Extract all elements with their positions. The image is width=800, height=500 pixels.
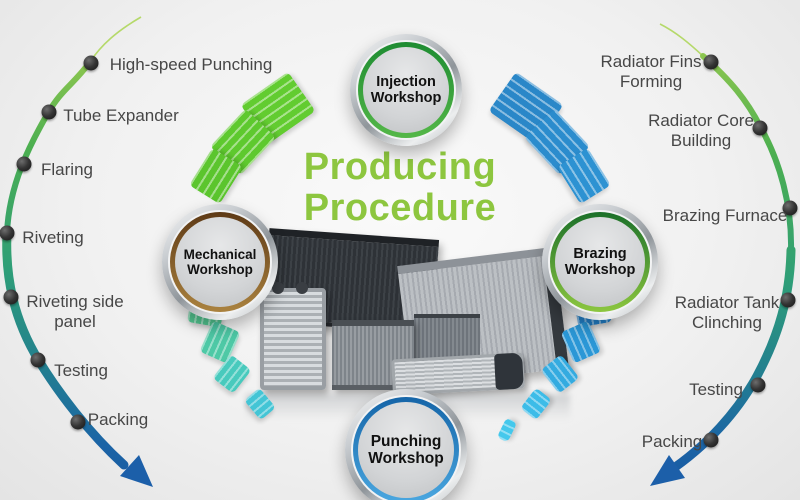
step-dot — [752, 120, 768, 136]
badge-gap-ring: Mechanical Workshop — [168, 210, 272, 314]
badge-gap-ring: Brazing Workshop — [548, 210, 652, 314]
badge-punching-workshop: Punching Workshop — [345, 389, 467, 500]
left-flow-curve-thick — [2, 228, 129, 470]
step-dots — [0, 54, 798, 448]
step-label-high-speed-punching: High-speed Punching — [109, 54, 273, 74]
step-label-radiator-tank-clinching: Radiator Tank Clinching — [674, 292, 780, 332]
intercooler-port — [272, 282, 284, 294]
left-arrowhead — [120, 455, 153, 487]
badge-label: Mechanical Workshop — [175, 217, 265, 307]
step-label-testing-left: Testing — [54, 360, 108, 380]
title-line1: Producing — [303, 145, 497, 188]
intercooler-left — [260, 282, 326, 390]
step-label-tube-expander: Tube Expander — [63, 105, 179, 125]
page-title: Producing Procedure — [303, 145, 497, 229]
step-label-brazing-furnace: Brazing Furnace — [662, 205, 788, 225]
badge-label: Injection Workshop — [363, 47, 449, 133]
step-label-packing-right: Packing — [641, 431, 703, 451]
step-dot — [70, 414, 86, 430]
badge-color-ring: Brazing Workshop — [550, 212, 650, 312]
step-dot — [0, 225, 15, 241]
badge-gap-ring: Punching Workshop — [351, 395, 461, 500]
step-dot — [750, 377, 766, 393]
step-dot — [41, 104, 57, 120]
badge-color-ring: Injection Workshop — [358, 42, 454, 138]
badge-color-ring: Mechanical Workshop — [170, 212, 270, 312]
step-dot — [83, 55, 99, 71]
badge-label: Punching Workshop — [358, 402, 454, 498]
badge-injection-workshop: Injection Workshop — [350, 34, 462, 146]
step-dot — [703, 54, 719, 70]
step-dot — [782, 200, 798, 216]
right-flow-curve-thick — [663, 245, 796, 477]
step-label-riveting-side-panel: Riveting side panel — [26, 291, 124, 331]
badge-color-ring: Punching Workshop — [353, 397, 459, 500]
step-dot — [703, 432, 719, 448]
step-dot — [780, 292, 796, 308]
badge-mechanical-workshop: Mechanical Workshop — [162, 204, 278, 320]
right-flow-curve-start — [659, 23, 704, 57]
badge-label: Brazing Workshop — [555, 217, 645, 307]
step-label-packing-left: Packing — [87, 409, 149, 429]
step-dot — [30, 352, 46, 368]
intercooler-port — [296, 282, 308, 294]
step-label-radiator-core-building: Radiator Core Building — [648, 110, 754, 150]
badge-brazing-workshop: Brazing Workshop — [542, 204, 658, 320]
step-dot — [3, 289, 19, 305]
step-dot — [16, 156, 32, 172]
step-label-flaring: Flaring — [41, 159, 93, 179]
right-arrowhead — [650, 455, 685, 486]
badge-gap-ring: Injection Workshop — [356, 40, 456, 140]
step-label-testing-right: Testing — [689, 379, 743, 399]
title-line2: Procedure — [303, 187, 497, 229]
step-label-riveting: Riveting — [22, 227, 84, 247]
step-label-radiator-fins-forming: Radiator Fins Forming — [600, 51, 702, 91]
